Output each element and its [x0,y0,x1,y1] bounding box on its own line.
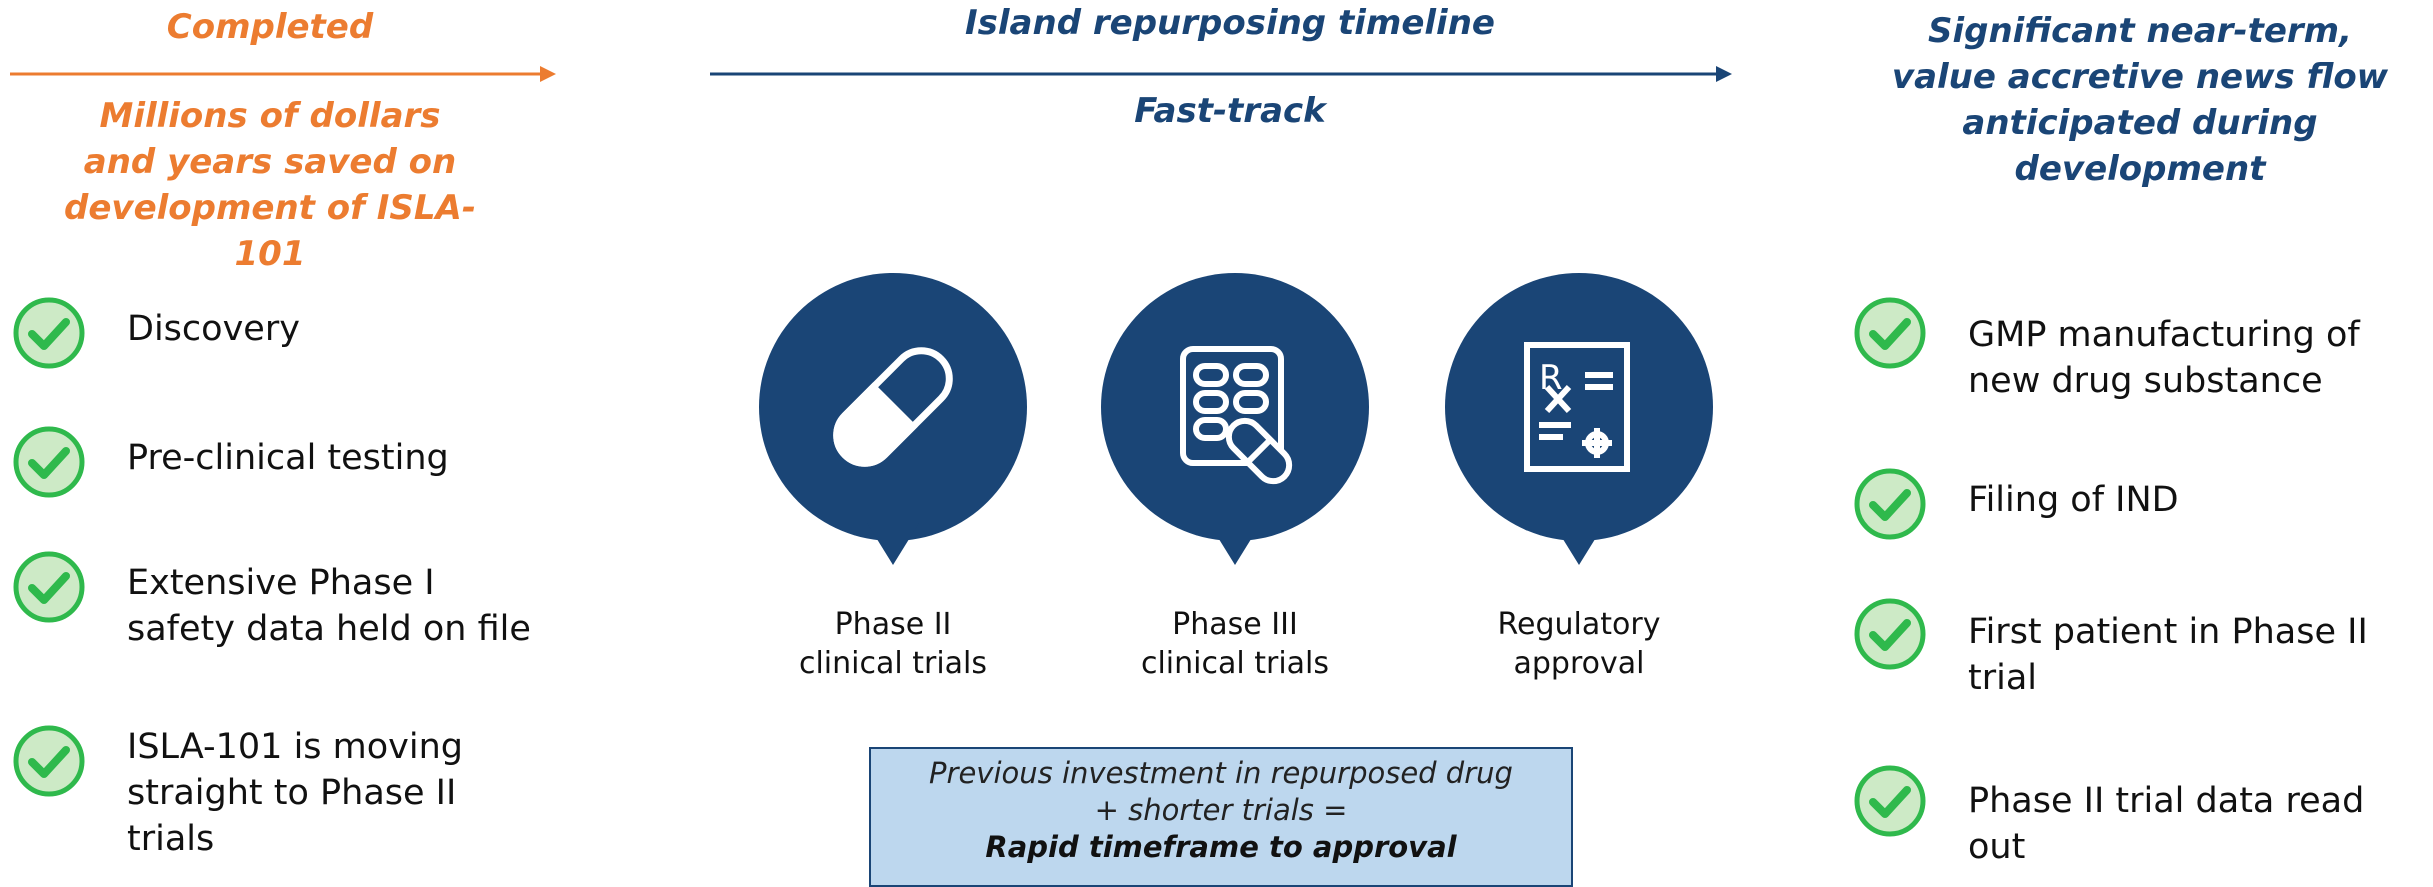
timeline-arrow [710,66,1732,82]
news-item-first-patient: First patient in Phase II trial [1853,597,2368,701]
item-line: Phase II trial data read [1968,781,2365,821]
regulatory-label: Regulatory approval [1449,605,1709,683]
header-line: development [2014,149,2266,189]
note-emphasis: Rapid timeframe to approval [985,830,1457,864]
note-line: Previous investment in repurposed drug [929,756,1513,790]
item-line: safety data held on file [127,609,531,649]
check-circle-icon [1854,297,1926,369]
item-line: GMP manufacturing of [1968,315,2360,355]
news-item-label: First patient in Phase II trial [1968,597,2368,701]
check-circle-icon [13,297,85,369]
phase3-label: Phase III clinical trials [1105,605,1365,683]
check-circle-icon [13,426,85,498]
savings-subtitle-line: and years saved on [83,142,457,182]
news-item-readout: Phase II trial data read out [1853,764,2364,870]
completed-item-isla101: ISLA-101 is moving straight to Phase II … [12,724,463,862]
check-circle-icon [13,725,85,797]
stage-label-line: Phase III [1172,607,1298,642]
header-line: anticipated during [1962,103,2318,143]
pill-pack-icon [1180,346,1293,485]
stage-label-line: Regulatory [1497,607,1661,642]
news-item-gmp: GMP manufacturing of new drug substance [1853,296,2360,404]
phase2-bubble [759,273,1027,565]
completed-item-label: ISLA-101 is moving straight to Phase II … [127,724,463,862]
item-line: Discovery [127,309,300,349]
note-line: + shorter trials = [1094,793,1348,827]
completed-item-discovery: Discovery [12,296,300,370]
check-circle-icon [13,551,85,623]
completed-arrow [10,66,556,82]
savings-subtitle-line: 101 [234,234,306,274]
news-item-label: GMP manufacturing of new drug substance [1968,296,2360,404]
completed-header: Completed [166,7,374,47]
news-item-ind: Filing of IND [1853,467,2179,541]
item-line: trial [1968,658,2038,698]
completed-item-label: Discovery [127,296,300,352]
news-item-label: Phase II trial data read out [1968,764,2364,870]
item-line: out [1968,827,2026,867]
item-line: First patient in Phase II [1968,612,2368,652]
item-line: Extensive Phase I [127,563,435,603]
header-line: value accretive news flow [1891,57,2389,97]
investment-note-box: Previous investment in repurposed drug +… [869,747,1573,887]
completed-item-label: Extensive Phase I safety data held on fi… [127,550,531,652]
capsule-icon [833,347,953,467]
item-line: new drug substance [1968,361,2323,401]
stage-label-line: approval [1513,646,1645,681]
phase2-label: Phase II clinical trials [763,605,1023,683]
news-item-label: Filing of IND [1968,467,2179,523]
item-line: Filing of IND [1968,480,2179,520]
item-line: trials [127,819,215,859]
completed-item-label: Pre-clinical testing [127,425,449,481]
header-line: Significant near-term, [1927,11,2352,51]
stage-label-line: Phase II [834,607,952,642]
regulatory-bubble: R [1445,273,1713,565]
savings-subtitle: Millions of dollars and years saved on d… [20,93,520,277]
item-line: straight to Phase II [127,773,457,813]
svg-text:R: R [1539,358,1563,398]
savings-subtitle-line: development of ISLA- [64,188,476,228]
phase3-bubble [1101,273,1369,565]
check-circle-icon [1854,468,1926,540]
news-flow-header: Significant near-term, value accretive n… [1840,8,2433,192]
prescription-icon: R [1524,342,1630,472]
item-line: ISLA-101 is moving [127,727,464,767]
stage-label-line: clinical trials [1140,646,1330,681]
fast-track-label: Fast-track [1134,91,1326,131]
check-circle-icon [1854,765,1926,837]
stage-label-line: clinical trials [798,646,988,681]
timeline-header: Island repurposing timeline [965,3,1495,43]
item-line: Pre-clinical testing [127,438,449,478]
completed-item-phase1: Extensive Phase I safety data held on fi… [12,550,531,652]
savings-subtitle-line: Millions of dollars [99,96,441,136]
completed-item-preclinical: Pre-clinical testing [12,425,449,499]
check-circle-icon [1854,598,1926,670]
